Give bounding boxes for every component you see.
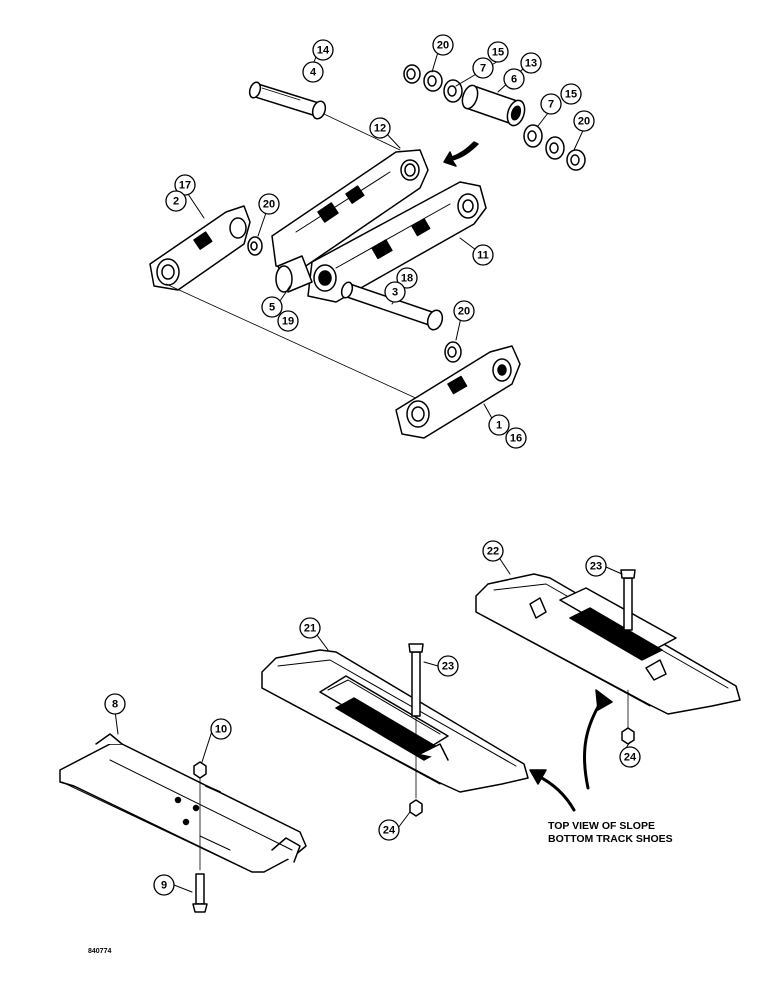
callout-circle-20b — [573, 110, 595, 132]
curved-arrow-left — [536, 774, 576, 812]
nut-24-middle — [409, 799, 423, 817]
callout-label-23a: 23 — [590, 561, 602, 573]
callout-circle-18 — [396, 267, 418, 289]
track-pin-upper — [248, 81, 401, 151]
callout-circle-5 — [261, 296, 283, 318]
callout-label-1: 1 — [496, 420, 502, 432]
callout-label-11: 11 — [477, 250, 489, 262]
callout-circle-22 — [482, 540, 504, 562]
callout-circle-8 — [104, 693, 126, 715]
callout-circle-7b — [540, 93, 562, 115]
bolt-23-middle — [408, 643, 424, 799]
callout-label-15a: 15 — [492, 47, 504, 59]
track-link-12 — [271, 149, 429, 271]
callout-circle-23a — [585, 555, 607, 577]
callout-label-17: 17 — [179, 180, 191, 192]
callout-label-13: 13 — [525, 58, 537, 70]
callout-circle-19 — [277, 310, 299, 332]
callout-label-3: 3 — [392, 287, 398, 299]
callout-label-20d: 20 — [458, 306, 470, 318]
callout-circle-10 — [210, 718, 232, 740]
callout-label-16: 16 — [510, 433, 522, 445]
callout-label-23b: 23 — [442, 661, 454, 673]
nut-24-right — [621, 727, 635, 745]
curved-arrow-left-head — [529, 769, 547, 785]
callout-circle-20a — [432, 34, 454, 56]
callout-label-9: 9 — [161, 880, 167, 892]
track-shoe-22 — [475, 573, 741, 715]
callout-label-20c: 20 — [263, 199, 275, 211]
callout-label-19: 19 — [282, 316, 294, 328]
seal-stack-upper-right — [523, 124, 586, 171]
track-shoe-8 — [59, 733, 307, 873]
callout-label-7a: 7 — [480, 63, 486, 75]
track-pin-lower — [340, 281, 444, 331]
curved-arrow-up-head — [595, 689, 613, 711]
track-link-1 — [395, 345, 521, 439]
callout-circle-23b — [437, 655, 459, 677]
callout-label-20b: 20 — [578, 116, 590, 128]
callout-circle-2 — [165, 190, 187, 212]
bolt-23-right — [620, 569, 636, 729]
callout-circle-24b — [619, 746, 641, 768]
track-shoe-21 — [261, 649, 529, 793]
callout-label-10: 10 — [215, 724, 227, 736]
callout-label-2: 2 — [173, 196, 179, 208]
callout-circle-7a — [472, 57, 494, 79]
callout-label-12: 12 — [374, 123, 386, 135]
seal-stack-upper-left — [403, 64, 463, 103]
note-line-2: BOTTOM TRACK SHOES — [548, 833, 673, 845]
seal-washer-lower — [444, 341, 462, 363]
track-bushing — [461, 84, 526, 127]
callout-circle-17 — [174, 174, 196, 196]
track-bushing-lower — [275, 255, 313, 293]
callout-label-7b: 7 — [548, 99, 554, 111]
seal-washer-left — [247, 236, 263, 256]
callout-label-4: 4 — [310, 67, 317, 79]
callout-circle-14 — [312, 39, 334, 61]
callout-circle-3 — [384, 281, 406, 303]
callout-label-20a: 20 — [437, 40, 449, 52]
callout-circle-12 — [369, 117, 391, 139]
track-link-2 — [149, 205, 421, 401]
callout-circle-4 — [302, 61, 324, 83]
callout-label-18: 18 — [401, 273, 413, 285]
callout-circle-13 — [520, 52, 542, 74]
callout-label-8: 8 — [112, 699, 118, 711]
callout-circle-20d — [453, 300, 475, 322]
nut-10 — [193, 761, 207, 779]
callout-circle-1 — [488, 414, 510, 436]
callout-circle-20c — [258, 193, 280, 215]
callout-circle-21 — [299, 617, 321, 639]
callout-circle-6 — [503, 68, 525, 90]
figure-number: 840774 — [88, 948, 112, 955]
callout-label-5: 5 — [269, 302, 275, 314]
callout-label-21: 21 — [304, 623, 316, 635]
callout-label-22: 22 — [487, 546, 499, 558]
callout-label-6: 6 — [511, 74, 517, 86]
callout-circle-15a — [487, 41, 509, 63]
curved-arrow-up — [582, 698, 604, 790]
callout-circle-15b — [560, 83, 582, 105]
callout-circle-16 — [505, 427, 527, 449]
direction-arrow — [443, 141, 479, 167]
callout-label-24a: 24 — [383, 825, 396, 837]
callout-circle-24a — [378, 819, 400, 841]
callout-label-24b: 24 — [624, 752, 637, 764]
track-link-11 — [307, 181, 487, 303]
callout-group: 144 20 15 7 13 6 15 7 20 12 172 20 11 183 20 5 19 1 16 22 23… — [104, 34, 641, 896]
callout-circle-11 — [472, 244, 494, 266]
bolt-9 — [192, 873, 208, 913]
slope-shoe-note: TOP VIEW OF SLOPE BOTTOM TRACK SHOES — [548, 820, 728, 846]
note-line-1: TOP VIEW OF SLOPE — [548, 820, 655, 832]
callout-label-15b: 15 — [565, 89, 577, 101]
callout-circle-9 — [153, 874, 175, 896]
callout-label-14: 14 — [317, 45, 330, 57]
